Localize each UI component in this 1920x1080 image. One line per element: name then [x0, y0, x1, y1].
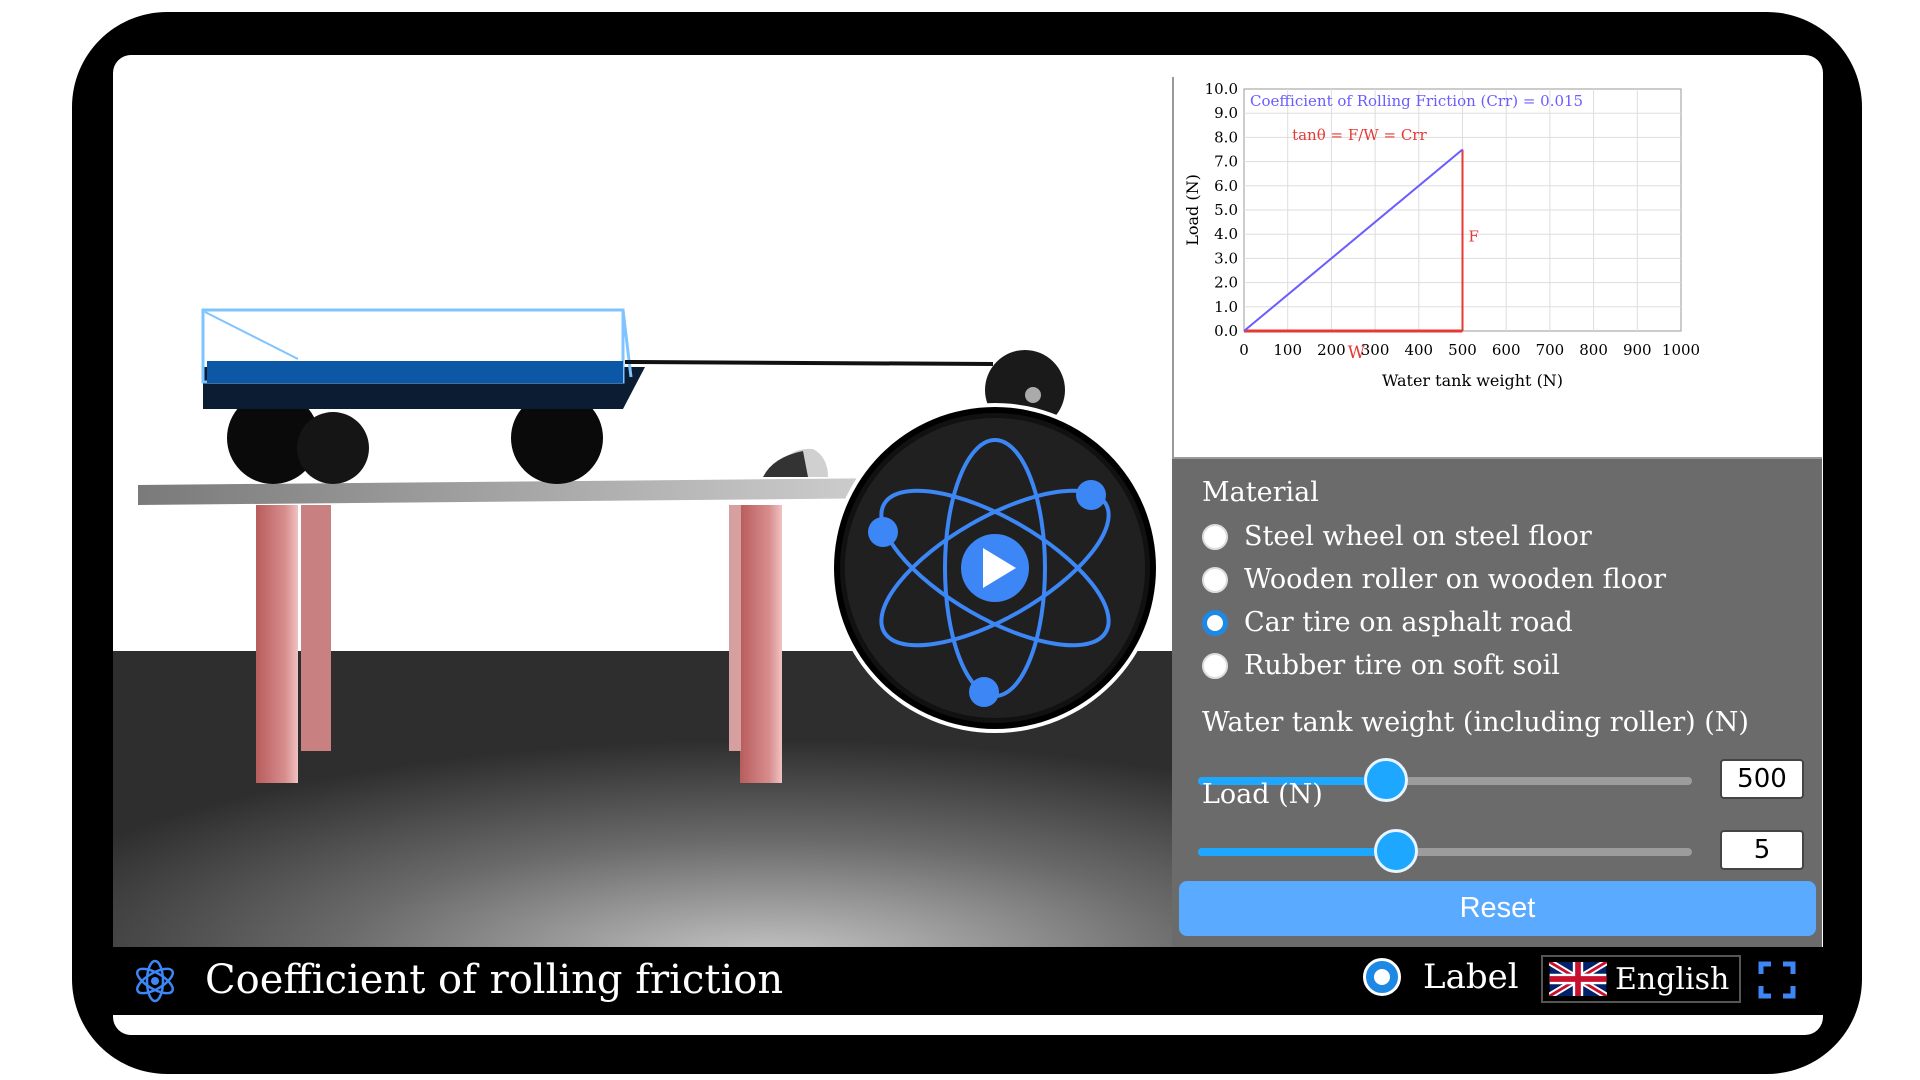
material-heading: Material [1202, 477, 1319, 508]
load-value-input[interactable]: 5 [1720, 830, 1804, 870]
table-top [138, 477, 1018, 505]
x-tick-label: 400 [1404, 341, 1433, 359]
load-slider-fill [1198, 848, 1396, 856]
cart-wheel [227, 392, 319, 484]
x-tick-label: 200 [1317, 341, 1346, 359]
y-tick-label: 3.0 [1214, 249, 1238, 267]
radio-button[interactable] [1202, 523, 1228, 550]
x-tick-label: 100 [1273, 341, 1302, 359]
y-tick-label: 10.0 [1205, 80, 1238, 98]
atom-icon [135, 959, 175, 1003]
y-axis-label: Load (N) [1183, 174, 1202, 246]
friction-chart: 0 100 200 300 400 500 600 700 800 900 1000 0.0 1.0 2.… [1172, 77, 1822, 459]
x-tick-label: 800 [1579, 341, 1608, 359]
uk-flag-icon [1549, 962, 1607, 996]
material-option-label: Car tire on asphalt road [1244, 607, 1573, 638]
label-toggle-text: Label [1423, 957, 1519, 997]
material-option-steel[interactable]: Steel wheel on steel floor [1202, 521, 1592, 552]
cart-stripe [207, 361, 623, 383]
w-annotation: W [1348, 343, 1366, 363]
weight-slider-fill [1198, 777, 1386, 785]
control-panel: Material Steel wheel on steel floor Wood… [1172, 459, 1822, 947]
y-tick-label: 5.0 [1214, 201, 1238, 219]
x-tick-label: 700 [1536, 341, 1565, 359]
cart-wheel [297, 412, 369, 484]
play-button[interactable] [961, 534, 1029, 602]
play-icon [983, 548, 1016, 588]
table-leg [740, 505, 782, 783]
app-screen: 0 100 200 300 400 500 600 700 800 900 1000 0.0 1.0 2.… [113, 55, 1823, 1035]
rope [624, 360, 994, 366]
load-slider-label: Load (N) [1202, 779, 1323, 810]
material-option-label: Wooden roller on wooden floor [1244, 564, 1667, 595]
x-tick-label: 300 [1361, 341, 1390, 359]
radio-button-checked[interactable] [1202, 609, 1228, 636]
material-option-car-tire[interactable]: Car tire on asphalt road [1202, 607, 1573, 638]
x-tick-label: 500 [1448, 341, 1477, 359]
material-option-wooden[interactable]: Wooden roller on wooden floor [1202, 564, 1666, 595]
weight-slider[interactable] [1198, 758, 1692, 802]
x-tick-label: 600 [1492, 341, 1521, 359]
table-leg [256, 505, 298, 783]
y-tick-label: 9.0 [1214, 104, 1238, 122]
formula-annotation: tanθ = F/W = Crr [1292, 126, 1427, 144]
material-option-rubber-tire[interactable]: Rubber tire on soft soil [1202, 650, 1560, 681]
table-leg [729, 505, 741, 751]
y-tick-label: 4.0 [1214, 225, 1238, 243]
f-annotation: F [1469, 227, 1479, 245]
chart-title: Coefficient of Rolling Friction (Crr) = … [1250, 92, 1583, 110]
weight-value-input[interactable]: 500 [1720, 759, 1804, 799]
label-toggle[interactable]: Label [1363, 957, 1519, 997]
app-title: Coefficient of rolling friction [205, 957, 784, 1003]
simulation-canvas[interactable] [113, 77, 1172, 947]
table-leg [301, 505, 331, 751]
y-tick-label: 7.0 [1214, 153, 1238, 171]
bottom-bar: Coefficient of rolling friction Label En… [113, 947, 1823, 1015]
x-tick-label: 1000 [1662, 341, 1700, 359]
y-tick-label: 0.0 [1214, 322, 1238, 340]
simulation-scene [113, 308, 1172, 947]
series-line [1243, 148, 1464, 332]
radio-button[interactable] [1202, 652, 1228, 679]
cart-wheel [511, 392, 603, 484]
y-tick-label: 8.0 [1214, 128, 1238, 146]
x-axis-label: Water tank weight (N) [1382, 371, 1563, 390]
label-toggle-radio[interactable] [1363, 958, 1401, 996]
language-selector[interactable]: English [1541, 955, 1741, 1003]
material-option-label: Rubber tire on soft soil [1244, 650, 1560, 681]
fullscreen-icon[interactable] [1758, 961, 1796, 999]
y-tick-label: 6.0 [1214, 177, 1238, 195]
weight-slider-label: Water tank weight (including roller) (N) [1202, 707, 1749, 738]
y-tick-label: 1.0 [1214, 298, 1238, 316]
y-tick-label: 2.0 [1214, 274, 1238, 292]
x-tick-label: 900 [1623, 341, 1652, 359]
language-label: English [1615, 961, 1730, 997]
load-slider[interactable] [1198, 829, 1692, 873]
material-option-label: Steel wheel on steel floor [1244, 521, 1592, 552]
radio-button[interactable] [1202, 566, 1228, 593]
reset-button[interactable]: Reset [1179, 881, 1816, 936]
x-tick-label: 0 [1239, 341, 1249, 359]
weight-slider-thumb[interactable] [1363, 758, 1408, 802]
load-slider-thumb[interactable] [1373, 829, 1418, 873]
